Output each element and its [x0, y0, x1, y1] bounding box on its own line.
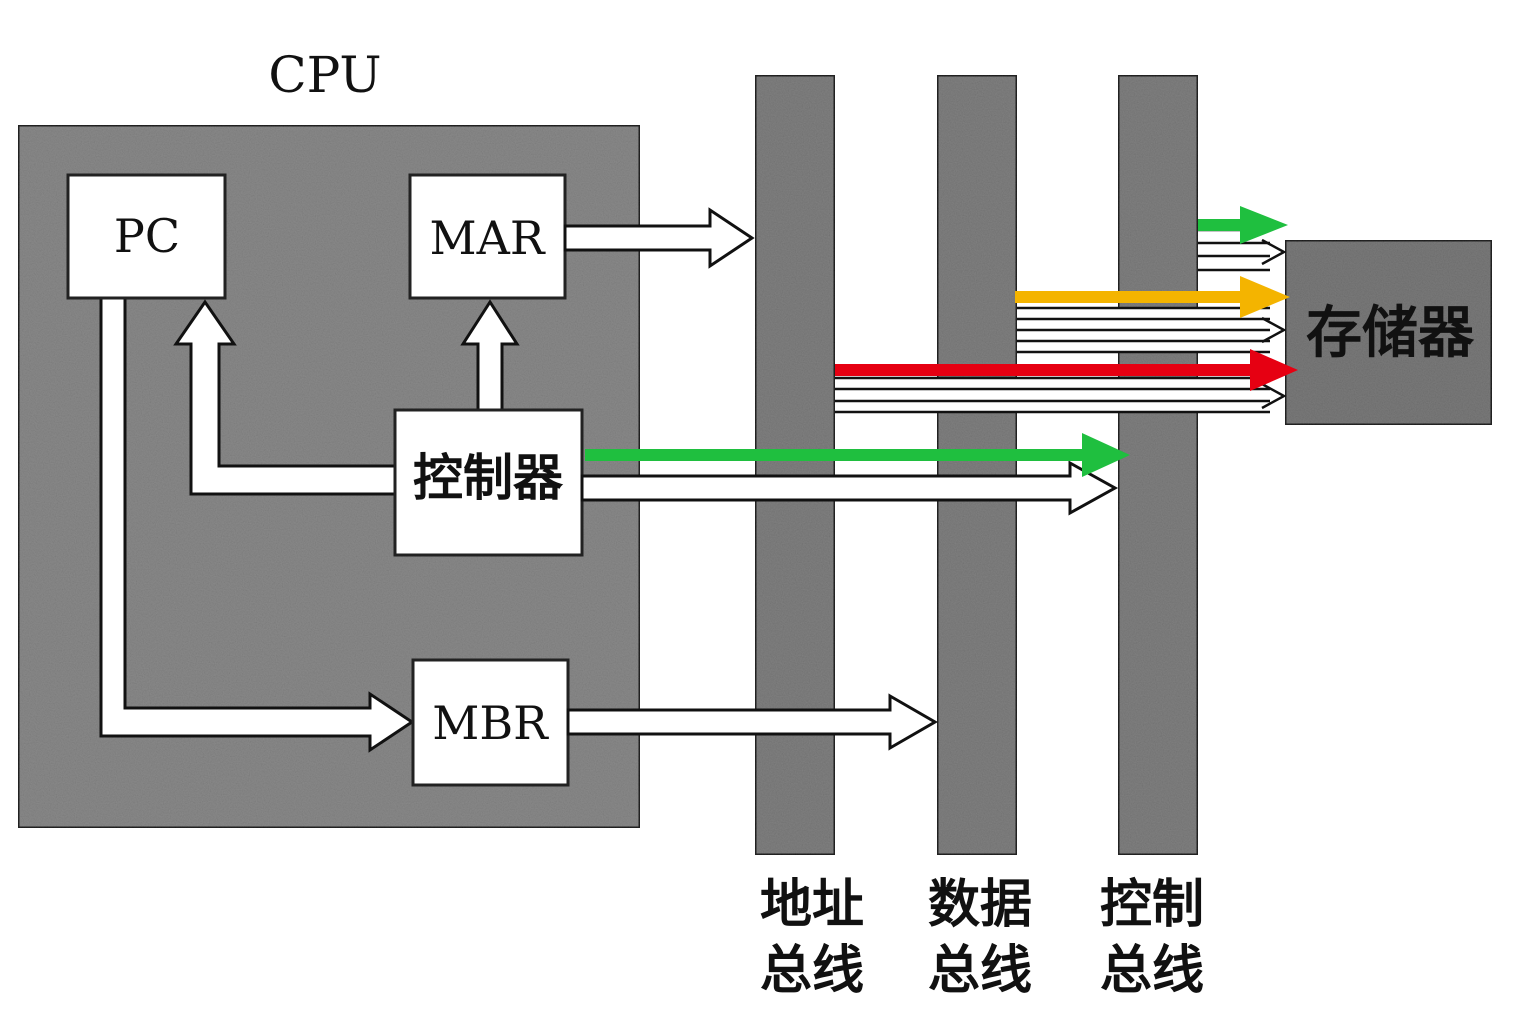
red-arrow-address-to-memory	[835, 349, 1298, 391]
controller-to-pc-arrow	[173, 299, 397, 496]
data-bus-label-line1: 数据	[928, 875, 1032, 935]
mbr-to-data-bus-arrow	[566, 693, 938, 751]
address-lines-to-memory	[835, 376, 1285, 414]
controller-to-control-bus-arrow	[580, 460, 1119, 516]
pc-to-mbr-arrow	[99, 296, 415, 753]
memory-input-arrowheads	[1261, 238, 1287, 410]
green-arrow-control-to-memory	[1198, 206, 1288, 244]
green-arrow-controller-to-control-bus	[585, 433, 1130, 477]
mar-label: MAR	[430, 211, 546, 265]
controller-box	[393, 408, 584, 557]
controller-label: 控制器	[413, 449, 564, 507]
cpu-label: CPU	[268, 46, 381, 104]
memory-label: 存储器	[1306, 301, 1475, 366]
memory-box	[1283, 238, 1494, 427]
mbr-label: MBR	[432, 696, 549, 750]
yellow-arrow-data-to-memory	[1015, 276, 1290, 318]
data-bus-label-line2: 总线	[928, 941, 1032, 1001]
address-bus-label-line1: 地址	[760, 875, 864, 935]
control-bus-label-line2: 总线	[1100, 941, 1204, 1001]
pc-register	[66, 173, 227, 300]
pc-label: PC	[114, 209, 180, 263]
controller-to-mar-arrow	[460, 299, 520, 412]
control-bus	[1116, 73, 1200, 857]
address-bus	[753, 73, 837, 857]
mar-to-address-bus-arrow	[563, 207, 755, 269]
data-bus	[935, 73, 1019, 857]
address-bus-label-line2: 总线	[760, 941, 864, 1001]
control-bus-label-line1: 控制	[1100, 875, 1204, 935]
